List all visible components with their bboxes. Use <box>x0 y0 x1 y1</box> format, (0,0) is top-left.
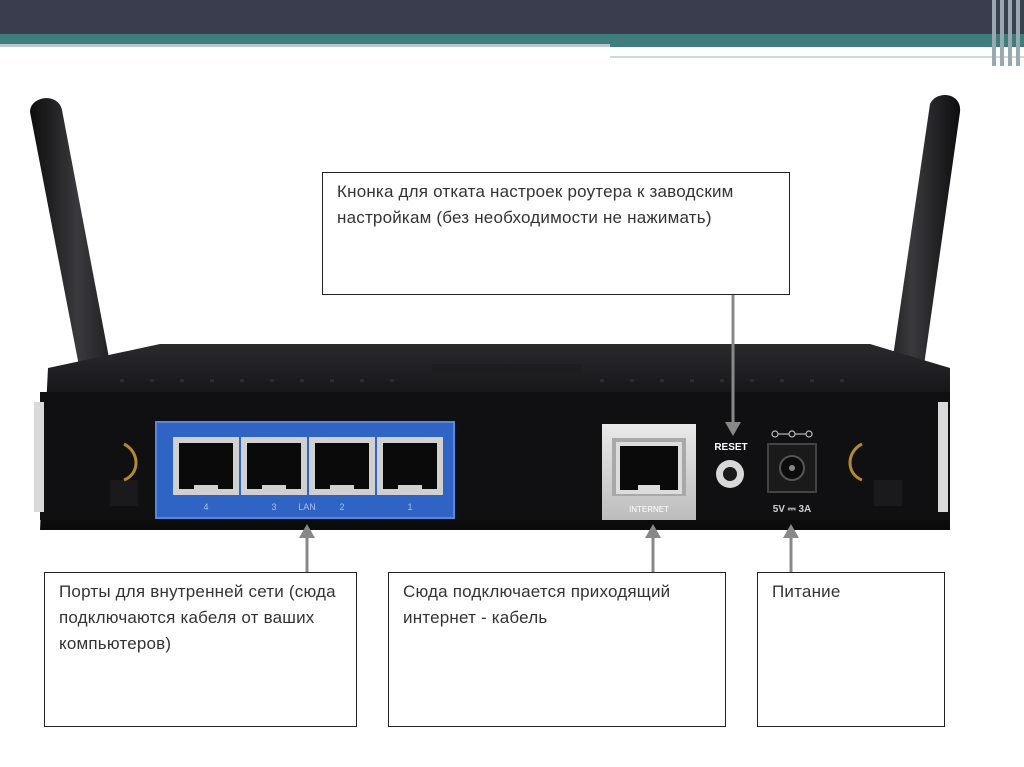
right-side-cap <box>938 402 948 512</box>
lan-callout-text: Порты для внутренней сети (сюда подключа… <box>59 582 336 653</box>
reset-label: RESET <box>714 442 747 453</box>
slide-right-lines <box>610 44 1024 66</box>
reset-arrow-head <box>725 422 741 436</box>
slide-top-stripe <box>0 34 1024 44</box>
power-arrow-head <box>783 524 799 538</box>
callout-arrows <box>305 295 793 572</box>
internet-port: INTERNET <box>602 424 696 520</box>
power-rating-label: 5V ⎓ 3A <box>773 504 812 515</box>
lan-port-number: 4 <box>203 502 208 512</box>
reset-button-illustration: RESET <box>714 442 748 488</box>
lan-port <box>309 437 375 495</box>
lan-port-number: 1 <box>407 502 412 512</box>
slide-corner-bars <box>990 0 1024 66</box>
lan-port-number: 3 <box>271 502 276 512</box>
wan-callout: Сюда подключается приходящий интернет - … <box>388 572 726 727</box>
lan-port <box>241 437 307 495</box>
internet-label: INTERNET <box>629 505 669 514</box>
lan-port-number: 2 <box>339 502 344 512</box>
lan-label: LAN <box>298 502 316 512</box>
lan-port <box>377 437 443 495</box>
slide-top-bar <box>0 0 1024 34</box>
lan-arrow-head <box>299 524 315 538</box>
wan-callout-text: Сюда подключается приходящий интернет - … <box>403 582 671 627</box>
wan-arrow-head <box>645 524 661 538</box>
power-callout-text: Питание <box>772 582 841 601</box>
left-side-cap <box>34 402 44 512</box>
lan-port <box>173 437 239 495</box>
lan-panel: 4 3 LAN 2 1 <box>155 421 455 519</box>
power-callout: Питание <box>757 572 945 727</box>
power-jack: 5V ⎓ 3A <box>767 430 817 515</box>
reset-callout-text: Кнонка для отката настроек роутера к зав… <box>337 182 734 227</box>
reset-callout: Кнонка для отката настроек роутера к зав… <box>322 172 790 295</box>
slide-top-line <box>0 44 610 47</box>
lan-callout: Порты для внутренней сети (сюда подключа… <box>44 572 357 727</box>
